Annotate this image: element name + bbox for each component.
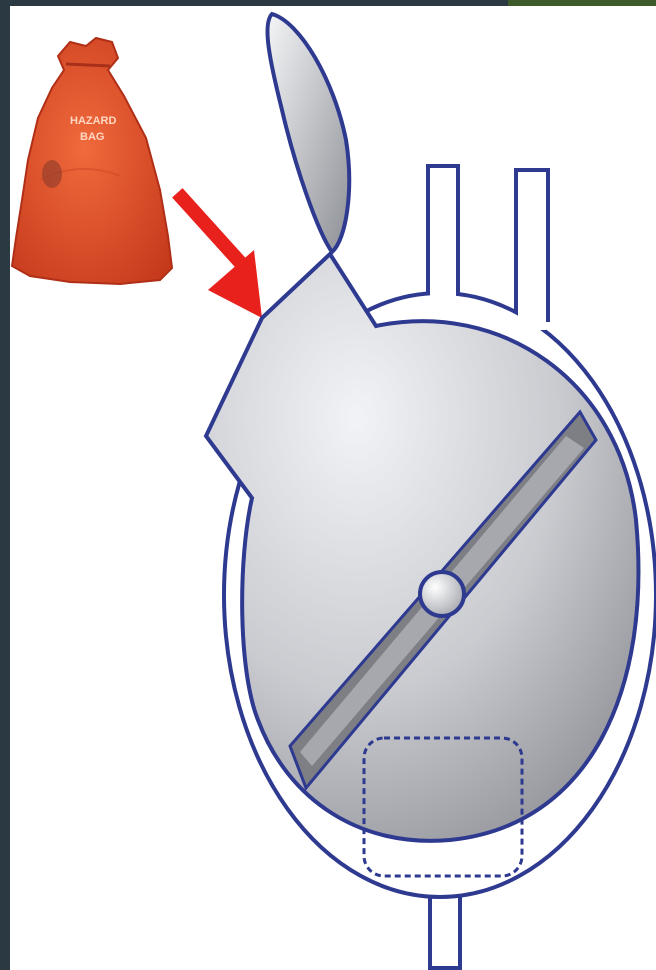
red-arrow-icon bbox=[182, 198, 262, 318]
diagram-canvas: HAZARD BAG bbox=[10, 6, 656, 970]
bag-label-line1: HAZARD bbox=[70, 115, 116, 127]
hinged-lid bbox=[267, 14, 349, 252]
sterilizer-diagram: HAZARD BAG bbox=[10, 6, 656, 970]
bag-biohazard-emblem bbox=[42, 160, 62, 188]
bag-label-line2: BAG bbox=[80, 131, 104, 143]
central-hub bbox=[420, 572, 464, 616]
frame-left-border bbox=[0, 0, 10, 970]
hazard-waste-bag-icon: HAZARD BAG bbox=[12, 38, 172, 284]
